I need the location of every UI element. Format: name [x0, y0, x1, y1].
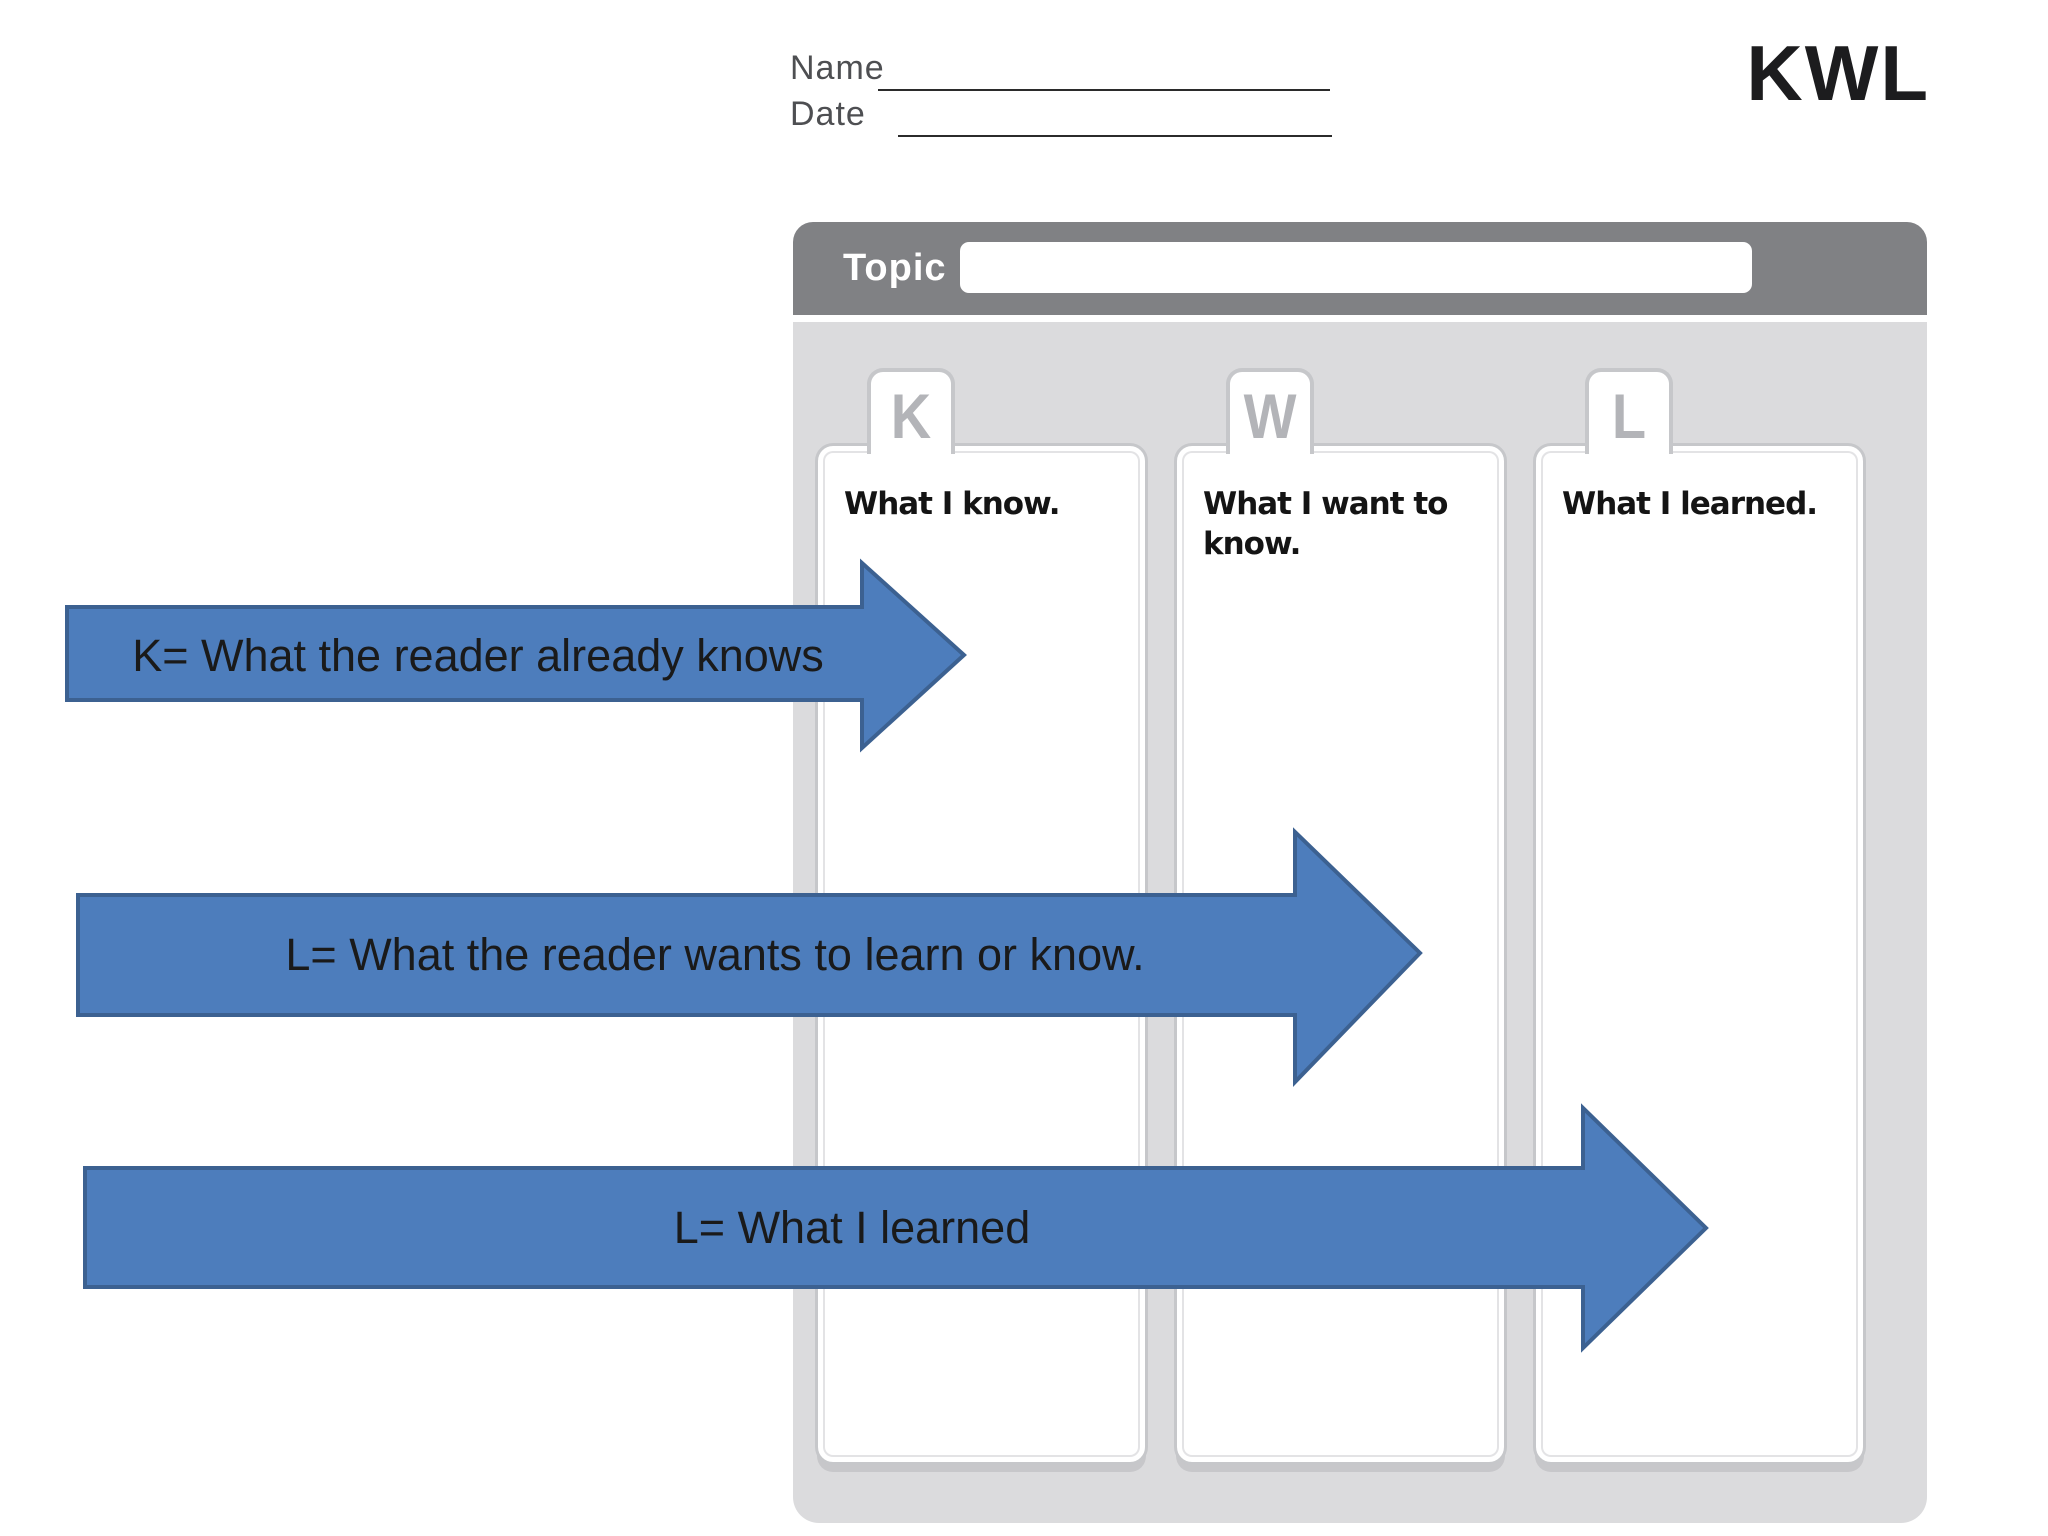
arrow-k-label: K= What the reader already knows — [132, 630, 824, 681]
tab-w: W — [1226, 368, 1314, 454]
topic-label: Topic — [843, 247, 947, 289]
name-date-block: Name Date — [790, 45, 1332, 137]
card-w-header: What I want to know. — [1203, 486, 1448, 563]
name-row: Name — [790, 45, 1330, 91]
name-label: Name — [790, 49, 885, 87]
name-blank-line — [878, 89, 1330, 91]
date-label: Date — [790, 95, 866, 133]
tab-w-letter: W — [1243, 381, 1297, 452]
tab-k-letter: K — [890, 381, 932, 452]
kwl-logo: KWL — [1746, 29, 1930, 117]
card-w-writing-area: What I want to know. — [1174, 443, 1507, 1465]
card-k-writing-area: What I know. — [815, 443, 1148, 1465]
tab-l-letter: L — [1611, 381, 1647, 452]
tab-k: K — [867, 368, 955, 454]
date-blank-line — [898, 135, 1332, 137]
date-row: Date — [790, 91, 1332, 137]
topic-input[interactable] — [960, 242, 1752, 293]
card-l-writing-area: What I learned. — [1533, 443, 1866, 1465]
card-k-header: What I know. — [844, 486, 1061, 522]
card-l-header: What I learned. — [1562, 486, 1818, 522]
tab-l: L — [1585, 368, 1673, 454]
topic-header-bar: Topic — [793, 222, 1927, 315]
